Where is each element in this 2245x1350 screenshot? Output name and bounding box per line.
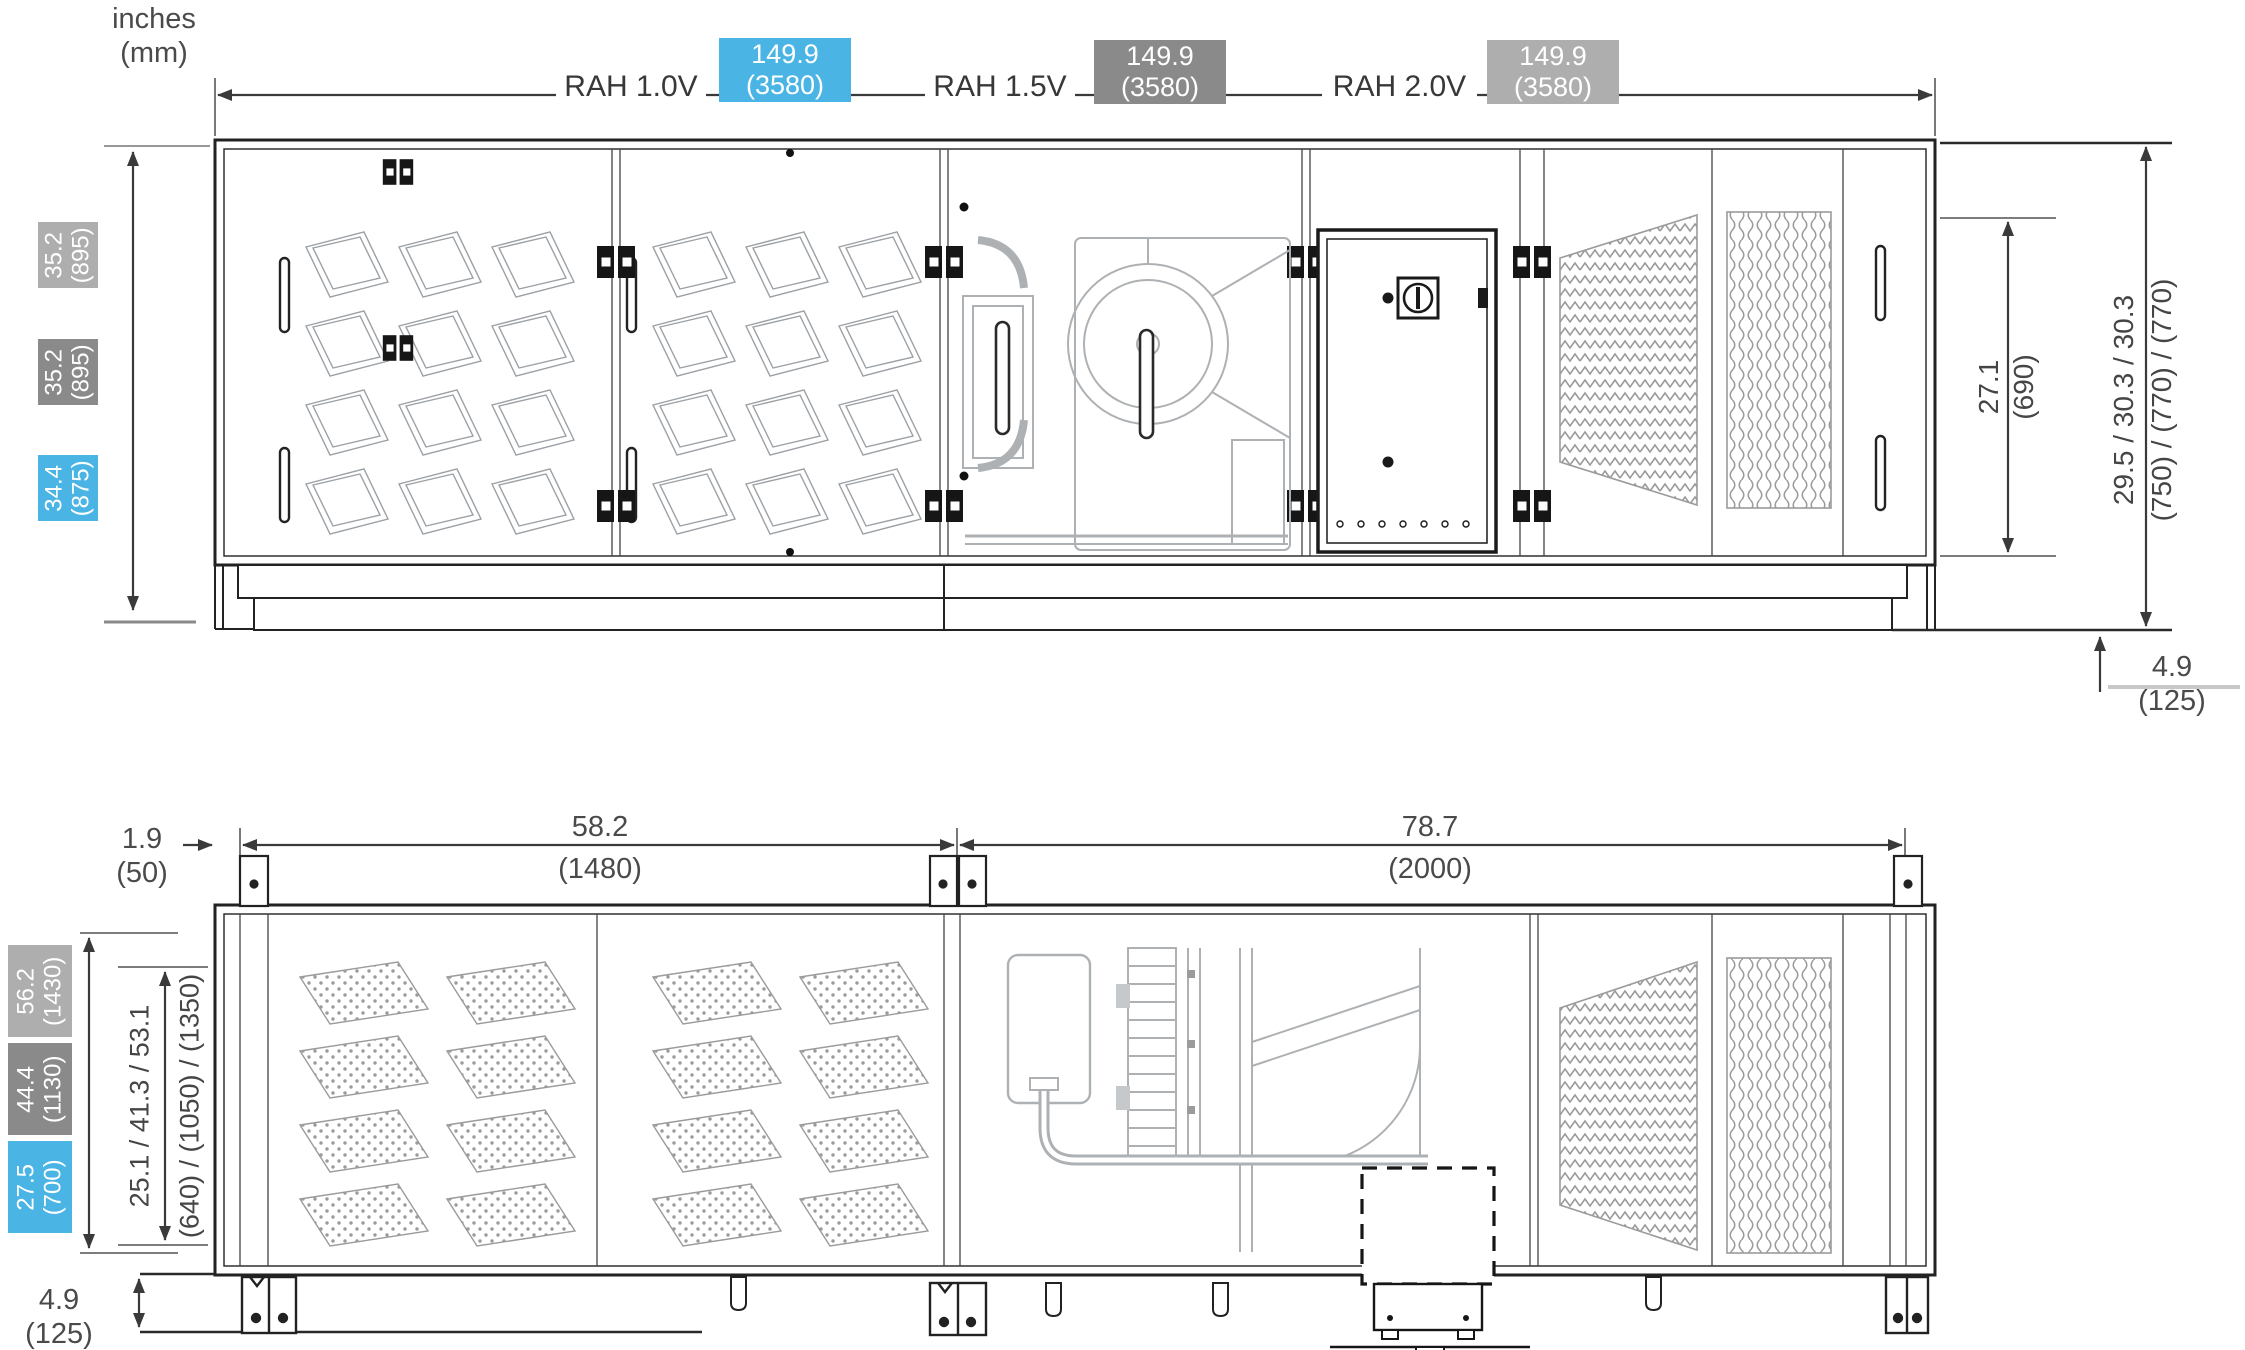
model-label-rah-10v: RAH 1.0V: [556, 70, 706, 104]
bottom-view-legs: [730, 1276, 1662, 1317]
fan-assembly-bottom: [1006, 947, 1428, 1252]
base-height-in: 4.9: [2151, 651, 2193, 683]
length-mm: (3580): [1120, 72, 1200, 102]
height-in: 44.4: [12, 1065, 40, 1113]
base-height-mm: (125): [25, 1318, 93, 1350]
length-in: 149.9: [1519, 40, 1587, 71]
diffuser-coil-top: [1559, 211, 1832, 509]
height-mm: (875): [68, 459, 95, 517]
height-badge-bottom-1: 56.2(1430): [8, 945, 72, 1037]
model-label-rah-15v: RAH 1.5V: [925, 70, 1075, 104]
height-badge-top-2: 35.2(895): [38, 339, 98, 405]
length-badge-rah-10v: 149.9 (3580): [719, 38, 851, 102]
bracket-offset-mm: (50): [116, 857, 168, 890]
electrical-cabinet: [1316, 228, 1498, 554]
dim-inner-height-mm: (690): [2008, 354, 2039, 420]
top-view-dimension-lines: [104, 78, 2240, 692]
drain-assembly: [1330, 1166, 1530, 1350]
dim-overall-height-mm: (750) / (770) / (770): [2146, 278, 2177, 522]
length-badge-rah-20v: 149.9 (3580): [1487, 40, 1619, 104]
right-width-in: 78.7: [1401, 811, 1459, 843]
length-in: 149.9: [1126, 40, 1194, 71]
height-mm: (895): [68, 226, 95, 284]
base-height-in: 4.9: [38, 1284, 80, 1316]
height-mm: (700): [40, 1158, 67, 1216]
model-label-rah-20v: RAH 2.0V: [1322, 70, 1477, 104]
dim-right-width-in: 78.7: [1350, 810, 1510, 844]
length-in: 149.9: [751, 38, 819, 69]
height-mm: (1430): [40, 956, 67, 1026]
top-view-base: [214, 564, 1936, 631]
bottom-view-dimension-lines: [80, 828, 1906, 1334]
length-badge-rah-15v: 149.9 (3580): [1094, 40, 1226, 104]
height-in: 56.2: [12, 967, 40, 1015]
height-in: 35.2: [40, 348, 68, 396]
right-width-mm: (2000): [1388, 853, 1472, 885]
length-mm: (3580): [1513, 72, 1593, 102]
dim-right-width-mm: (2000): [1350, 852, 1510, 886]
length-mm: (3580): [745, 70, 825, 100]
bottom-view-top-brackets: [238, 854, 1924, 908]
left-width-in: 58.2: [571, 811, 629, 843]
dim-left-width-mm: (1480): [520, 852, 680, 886]
dim-inner-heights-in: 25.1 / 41.3 / 53.1: [124, 1004, 155, 1208]
diffuser-coil-bottom: [1559, 957, 1832, 1254]
height-in: 34.4: [40, 464, 68, 512]
units-mm: (mm): [120, 37, 188, 70]
dim-inner-height-in: 27.1: [1973, 359, 2004, 415]
dim-base-height-top: 4.9 (125): [2102, 650, 2242, 718]
units-label: inches (mm): [84, 2, 224, 70]
height-in: 27.5: [12, 1163, 40, 1211]
bottom-view-feet: [240, 1275, 1930, 1337]
height-in: 35.2: [40, 231, 68, 279]
dim-base-height-bottom: 4.9 (125): [8, 1283, 110, 1350]
fan-assembly-top: [962, 236, 1291, 551]
base-height-mm: (125): [2138, 685, 2206, 718]
fan-dampers-top: [786, 149, 1155, 556]
dim-inner-heights-mm: (640) / (1050) / (1350): [174, 973, 205, 1239]
height-badge-bottom-3: 27.5(700): [8, 1141, 72, 1233]
height-mm: (1130): [40, 1055, 67, 1123]
height-badge-bottom-2: 44.4(1130): [8, 1043, 72, 1135]
height-mm: (895): [68, 343, 95, 401]
bracket-offset-in: 1.9: [121, 823, 163, 855]
dim-bracket-offset: 1.9 (50): [104, 822, 180, 890]
height-badge-top-3: 34.4(875): [38, 455, 98, 521]
units-inches: inches: [112, 3, 196, 35]
height-badge-top-1: 35.2(895): [38, 222, 98, 288]
dim-overall-height-in: 29.5 / 30.3 / 30.3: [2108, 294, 2139, 506]
left-width-mm: (1480): [558, 853, 642, 885]
dim-left-width-in: 58.2: [520, 810, 680, 844]
